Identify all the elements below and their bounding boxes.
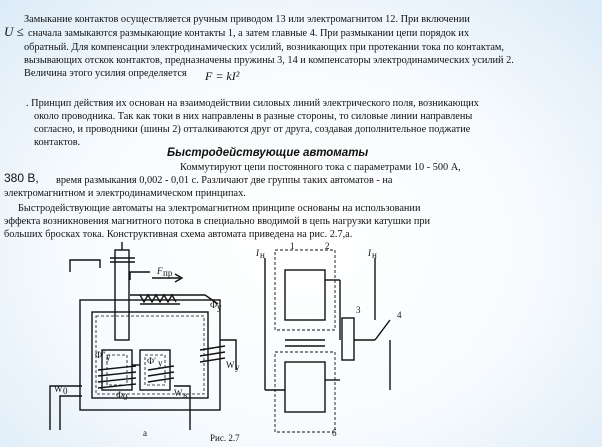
figure-a-label: а bbox=[143, 428, 147, 438]
para3-line3: электромагнитном и электродинамическом п… bbox=[4, 188, 246, 199]
label-w-0-sub: 0 bbox=[63, 386, 68, 396]
para4-line1: Быстродействующие автоматы на электромаг… bbox=[18, 203, 421, 214]
label-phi-y1: Ф′ bbox=[147, 356, 156, 366]
para1-line3: обратный. Для компенсации электродинамич… bbox=[24, 42, 504, 53]
label-w-y-sub: у bbox=[235, 362, 240, 372]
label-i-left-sub: н bbox=[260, 250, 265, 260]
label-phi-y2-sub: у bbox=[106, 352, 111, 362]
formula-u-symbol: U ≤ bbox=[4, 24, 24, 39]
para1-line2: сначала замыкаются размыкающие контакты … bbox=[28, 28, 470, 39]
label-f-pr: F bbox=[156, 266, 163, 276]
para1-line5: Величина этого усилия определяется bbox=[24, 68, 187, 79]
para2-line1: . Принцип действия их основан на взаимод… bbox=[26, 98, 479, 109]
label-phi-y1-sub: у bbox=[158, 358, 163, 368]
para1-line1: Замыкание контактов осуществляется ручны… bbox=[24, 14, 470, 25]
label-i-right: I bbox=[367, 248, 372, 258]
para3-voltage: 380 В, bbox=[4, 171, 39, 185]
para1-line4: вызывающих отскок контактов, предназначе… bbox=[24, 55, 514, 66]
label-4: 4 bbox=[397, 310, 402, 320]
label-3: 3 bbox=[356, 305, 361, 315]
figure-b-label: б bbox=[332, 428, 337, 438]
para4-line3: больших бросках тока. Конструктивная схе… bbox=[4, 229, 353, 240]
label-w-y: W bbox=[226, 360, 235, 370]
figure-caption: Рис. 2.7 bbox=[210, 433, 240, 443]
para3-line1: Коммутируют цепи постоянного тока с пара… bbox=[180, 162, 461, 173]
figure-b-diagram: I н I н 1 2 3 4 б bbox=[255, 241, 402, 438]
label-1: 1 bbox=[290, 241, 295, 251]
formula-force: F = kI² bbox=[205, 69, 240, 83]
para4-line2: эффекта возникновения магнитного потока … bbox=[4, 216, 430, 227]
section-heading: Быстродействующие автоматы bbox=[167, 147, 369, 159]
para3-line2: время размыкания 0,002 - 0,01 с. Различа… bbox=[56, 175, 393, 186]
figure-a-diagram: F пр Ф у Ф″ у Ф′ у Ф 0 W у W 0 W в а bbox=[49, 242, 240, 438]
label-phi-y-sub: у bbox=[217, 302, 222, 312]
para2-line4: контактов. bbox=[34, 137, 81, 148]
para2-line3: согласно, и проводники (шины 2) отталкив… bbox=[34, 124, 471, 135]
label-phi-0: Ф bbox=[116, 390, 123, 400]
label-w-v-sub: в bbox=[183, 390, 187, 400]
label-phi-0-sub: 0 bbox=[123, 392, 128, 402]
label-w-0: W bbox=[54, 384, 63, 394]
label-phi-y2: Ф″ bbox=[95, 350, 106, 360]
label-i-left: I bbox=[255, 248, 260, 258]
label-f-pr-sub: пр bbox=[163, 268, 173, 278]
label-2: 2 bbox=[325, 241, 330, 251]
label-w-v: W bbox=[174, 388, 183, 398]
label-phi-y: Ф bbox=[210, 300, 217, 310]
para2-line2: около проводника. Так как токи в них нап… bbox=[34, 111, 473, 122]
label-i-right-sub: н bbox=[372, 250, 377, 260]
